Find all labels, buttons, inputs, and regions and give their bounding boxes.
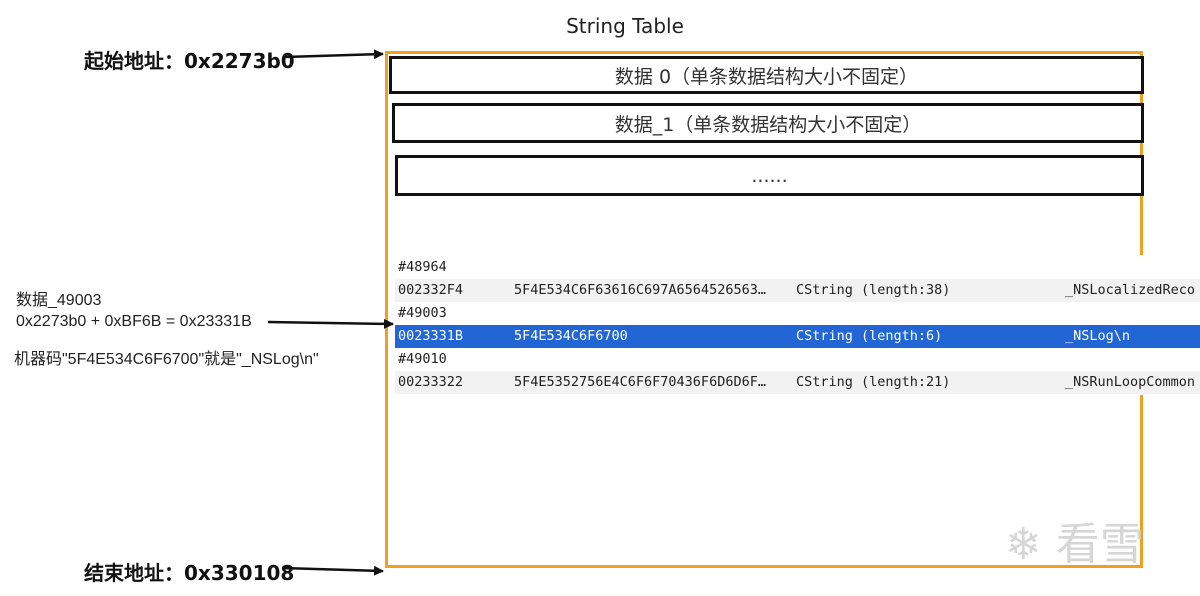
table-row-selected[interactable]: 0023331B 5F4E534C6F6700 CString (length:… [395,325,1200,348]
row-address: 002332F4 [398,282,464,298]
start-address-label: 起始地址：0x2273b0 [84,49,295,73]
row-hex: 5F4E534C6F6700 [514,328,628,344]
row-value: _NSRunLoopCommon [1065,374,1196,390]
row-hex: 5F4E5352756E4C6F6F70436F6D6D6F… [514,374,766,390]
end-address-label: 结束地址：0x330108 [84,561,295,585]
data-block-1: 数据_1（单条数据结构大小不固定） [392,103,1144,143]
string-table-list: #48964 002332F4 5F4E534C6F63616C697A6564… [395,255,1200,395]
snowflake-icon: ❄ [1005,519,1042,570]
watermark: ❄ 看雪 [1005,508,1144,572]
end-address-arrow [281,565,384,576]
data-block-ellipsis: ...... [395,155,1144,196]
data-block-1-label: 数据_1（单条数据结构大小不固定） [614,113,922,136]
note-data-index: 数据_49003 [16,292,102,309]
table-row[interactable]: 002332F4 5F4E534C6F63616C697A6564526563…… [395,279,1200,302]
row-address: 0023331B [398,328,464,344]
note-arrow [267,318,394,329]
data-block-0-label: 数据 0（单条数据结构大小不固定） [614,65,919,88]
row-index: #49003 [398,305,447,321]
row-index: #48964 [398,259,447,275]
row-type: CString (length:38) [796,282,951,298]
note-machine-code: 机器码"5F4E534C6F6700"就是"_NSLog\n" [14,351,319,368]
start-address-arrow [284,49,384,60]
note-address-calc: 0x2273b0 + 0xBF6B = 0x23331B [16,313,252,330]
data-block-ellipsis-label: ...... [751,164,788,187]
row-type: CString (length:21) [796,374,951,390]
row-value: _NSLog\n [1065,328,1131,344]
table-row[interactable]: 00233322 5F4E5352756E4C6F6F70436F6D6D6F…… [395,371,1200,394]
row-type: CString (length:6) [796,328,943,344]
data-block-0: 数据 0（单条数据结构大小不固定） [389,56,1144,94]
table-index-row: #48964 [395,256,1200,279]
row-index: #49010 [398,351,447,367]
table-index-row: #49003 [395,302,1200,325]
row-hex: 5F4E534C6F63616C697A6564526563… [514,282,766,298]
row-value: _NSLocalizedReco [1065,282,1196,298]
table-index-row: #49010 [395,348,1200,371]
row-address: 00233322 [398,374,464,390]
diagram-title: String Table [566,14,684,38]
watermark-text: 看雪 [1055,519,1144,570]
